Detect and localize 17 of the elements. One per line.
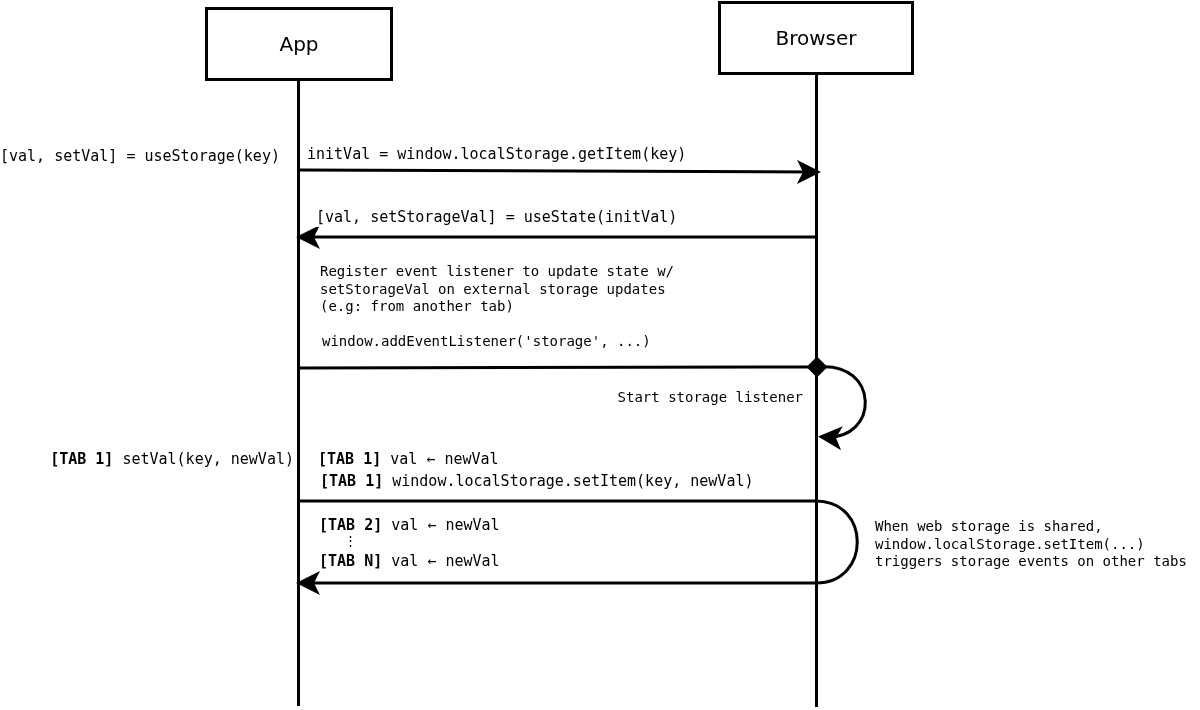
participant-label: Browser — [775, 26, 857, 50]
code-label: [TAB N] val ← newVal — [319, 552, 500, 571]
edge-label: Start storage listener — [615, 389, 805, 407]
lifeline — [297, 81, 300, 706]
code-label: [val, setVal] = useStorage(key) — [0, 147, 280, 166]
participant-label: App — [279, 32, 319, 56]
code-label: [TAB 1] val ← newVal — [318, 450, 499, 469]
message-line — [300, 356, 828, 378]
ellipsis-mark: ⋮ — [344, 533, 357, 550]
code-label: [TAB 2] val ← newVal — [319, 516, 500, 535]
note-text: When web storage is shared, window.localStorage.setItem(...) triggers storage events on other tabs — [875, 518, 1188, 571]
note-text: Register event listener to update state w/ setStorageVal on external storage updates (e.g: from another tab) — [320, 263, 675, 316]
code-label: [TAB 1] setVal(key, newVal) — [50, 450, 294, 469]
participant-box — [205, 7, 393, 81]
participant-box — [718, 1, 914, 75]
lifeline — [815, 75, 818, 707]
self-loop-arrow — [817, 365, 867, 449]
